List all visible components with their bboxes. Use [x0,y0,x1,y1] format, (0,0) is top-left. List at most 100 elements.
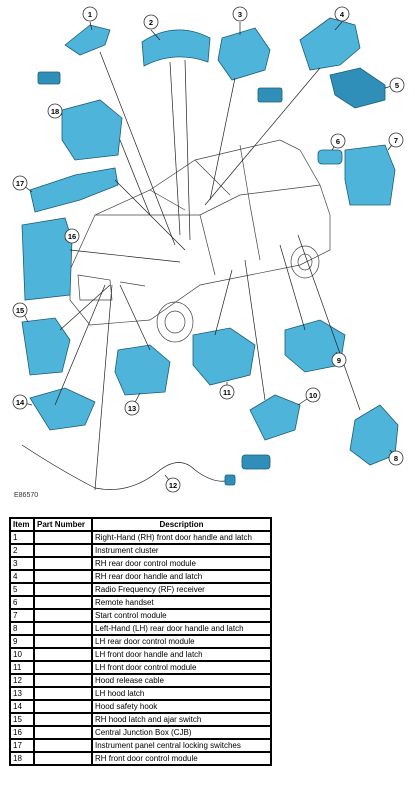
cell-part-number [33,686,93,701]
cell-item: 17 [9,738,35,753]
svg-text:17: 17 [16,179,24,188]
cell-description: Right-Hand (RH) front door handle and la… [91,530,272,545]
cell-part-number [33,738,93,753]
cell-part-number [33,595,93,610]
cell-item: 18 [9,751,35,766]
svg-text:14: 14 [16,398,25,407]
table-row: 18 RH front door control module [9,751,272,766]
table-row: 17 Instrument panel central locking switc… [9,738,272,753]
cell-item: 1 [9,530,35,545]
cell-part-number [33,725,93,740]
svg-text:11: 11 [223,388,231,397]
component-rh-rear-door-handle-latch [257,17,361,103]
component-hood-safety-hook [29,387,96,431]
table-row: 4 RH rear door handle and latch [9,569,272,584]
cell-part-number [33,634,93,649]
component-hood-release-cable [21,444,236,490]
svg-text:7: 7 [394,136,398,145]
cell-description: RH rear door control module [91,556,272,571]
callout-8: 8 [388,450,404,466]
figure-code: E86570 [14,492,39,499]
svg-text:6: 6 [336,137,340,146]
cell-description: Remote handset [91,595,272,610]
table-row: 1 Right-Hand (RH) front door handle and l… [9,530,272,545]
component-rh-front-door-control-module [61,99,123,161]
cell-description: Radio Frequency (RF) receiver [91,582,272,597]
cell-part-number [33,751,93,766]
callout-11: 11 [219,384,235,400]
table-header-row: Item Part Number Description [9,517,272,532]
svg-text:15: 15 [16,306,24,315]
cell-part-number [33,673,93,688]
svg-text:13: 13 [128,404,136,413]
cell-part-number [33,530,93,545]
svg-text:18: 18 [51,107,59,116]
header-description: Description [91,517,272,532]
callout-5: 5 [389,77,405,93]
cell-description: LH rear door control module [91,634,272,649]
cell-item: 14 [9,699,35,714]
component-lh-hood-latch [114,344,171,396]
cell-item: 4 [9,569,35,584]
callout-1: 1 [82,6,98,22]
cell-description: Instrument panel central locking switche… [91,738,272,753]
cell-part-number [33,660,93,675]
component-rh-hood-latch-ajar-switch [21,317,71,376]
callout-2: 2 [143,14,159,30]
cell-description: RH rear door handle and latch [91,569,272,584]
cell-description: Instrument cluster [91,543,272,558]
cell-description: LH front door control module [91,660,272,675]
svg-text:2: 2 [149,18,153,27]
table-row: 3 RH rear door control module [9,556,272,571]
component-location-illustration: 1 2 3 4 5 6 7 8 9 10 11 12 13 14 15 16 1… [12,6,405,493]
cell-part-number [33,621,93,636]
callout-18: 18 [47,103,63,119]
cell-part-number [33,647,93,662]
component-instrument-panel-locking-switches [29,167,119,213]
cell-item: 13 [9,686,35,701]
cell-part-number [33,699,93,714]
svg-text:8: 8 [394,454,398,463]
callout-14: 14 [12,394,28,410]
cell-part-number [33,712,93,727]
component-rh-front-door-handle-latch [37,24,111,85]
cell-item: 9 [9,634,35,649]
vehicle-outline [69,139,331,343]
cell-item: 3 [9,556,35,571]
cell-item: 11 [9,660,35,675]
callout-16: 16 [64,228,80,244]
svg-text:3: 3 [238,10,242,19]
svg-text:16: 16 [68,232,76,241]
cell-part-number [33,582,93,597]
svg-text:9: 9 [337,356,341,365]
cell-description: LH hood latch [91,686,272,701]
table-row: 13 LH hood latch [9,686,272,701]
callout-12: 12 [165,477,181,493]
cell-item: 2 [9,543,35,558]
cell-description: Hood release cable [91,673,272,688]
component-central-junction-box [21,217,73,301]
cell-part-number [33,608,93,623]
cell-description: RH front door control module [91,751,272,766]
component-rh-rear-door-control-module [217,27,271,81]
cell-item: 12 [9,673,35,688]
callout-3: 3 [232,6,248,22]
header-part-number: Part Number [33,517,93,532]
callout-4: 4 [334,6,350,22]
cell-item: 8 [9,621,35,636]
parts-table: Item Part Number Description 1 Right-Hand… [9,517,272,766]
cell-description: Hood safety hook [91,699,272,714]
component-lh-front-door-handle-latch [241,394,301,470]
header-item: Item [9,517,35,532]
callout-13: 13 [124,400,140,416]
cell-item: 7 [9,608,35,623]
svg-text:10: 10 [309,391,317,400]
component-instrument-cluster [141,29,211,67]
